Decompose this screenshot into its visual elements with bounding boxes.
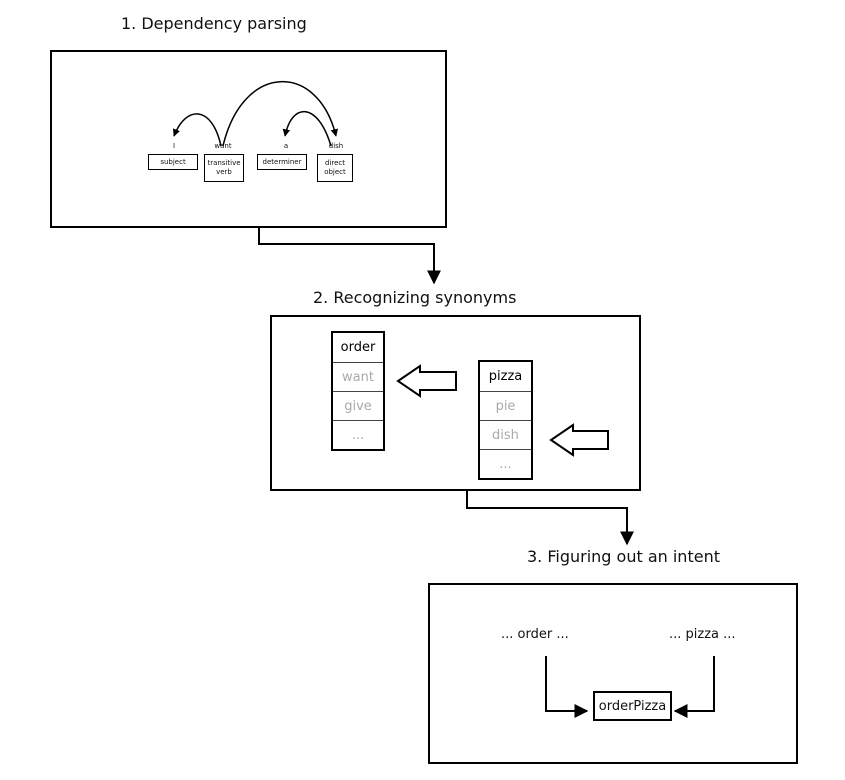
token-i: I (172, 142, 176, 150)
tag-direct-object: direct object (317, 154, 353, 182)
token-dish: dish (328, 142, 344, 150)
synonym-order: order (340, 340, 376, 355)
tag-subject: subject (148, 154, 198, 170)
intent-right-term: ... pizza ... (669, 627, 736, 642)
step2-title: 2. Recognizing synonyms (313, 288, 517, 307)
tag-determiner: determiner (257, 154, 307, 170)
step1-title: 1. Dependency parsing (121, 14, 307, 33)
step3-title: 3. Figuring out an intent (527, 547, 720, 566)
verb-synonym-list: order want give ... (331, 331, 385, 451)
synonym-more-nouns: ... (480, 449, 531, 478)
intent-left-term: ... order ... (501, 627, 569, 642)
synonym-pizza: pizza (488, 369, 523, 384)
noun-synonym-list: pizza pie dish ... (478, 360, 533, 480)
connector-1-to-2 (258, 228, 441, 285)
synonym-pie: pie (480, 391, 531, 420)
synonyms-panel: order want give ... pizza pie dish ... (270, 315, 641, 491)
synonym-want: want (333, 362, 383, 391)
token-want: want (214, 142, 232, 150)
synonym-give: give (333, 391, 383, 420)
connector-2-to-3 (466, 491, 634, 546)
synonym-dish: dish (480, 420, 531, 449)
synonym-more-verbs: ... (333, 420, 383, 449)
token-a: a (283, 142, 289, 150)
tag-transitive-verb: transitive verb (204, 154, 244, 182)
intent-result-box: orderPizza (593, 691, 672, 721)
dependency-parsing-panel: I want a dish subject transitive verb de… (50, 50, 447, 228)
intent-panel: ... order ... ... pizza ... orderPizza (428, 583, 798, 764)
